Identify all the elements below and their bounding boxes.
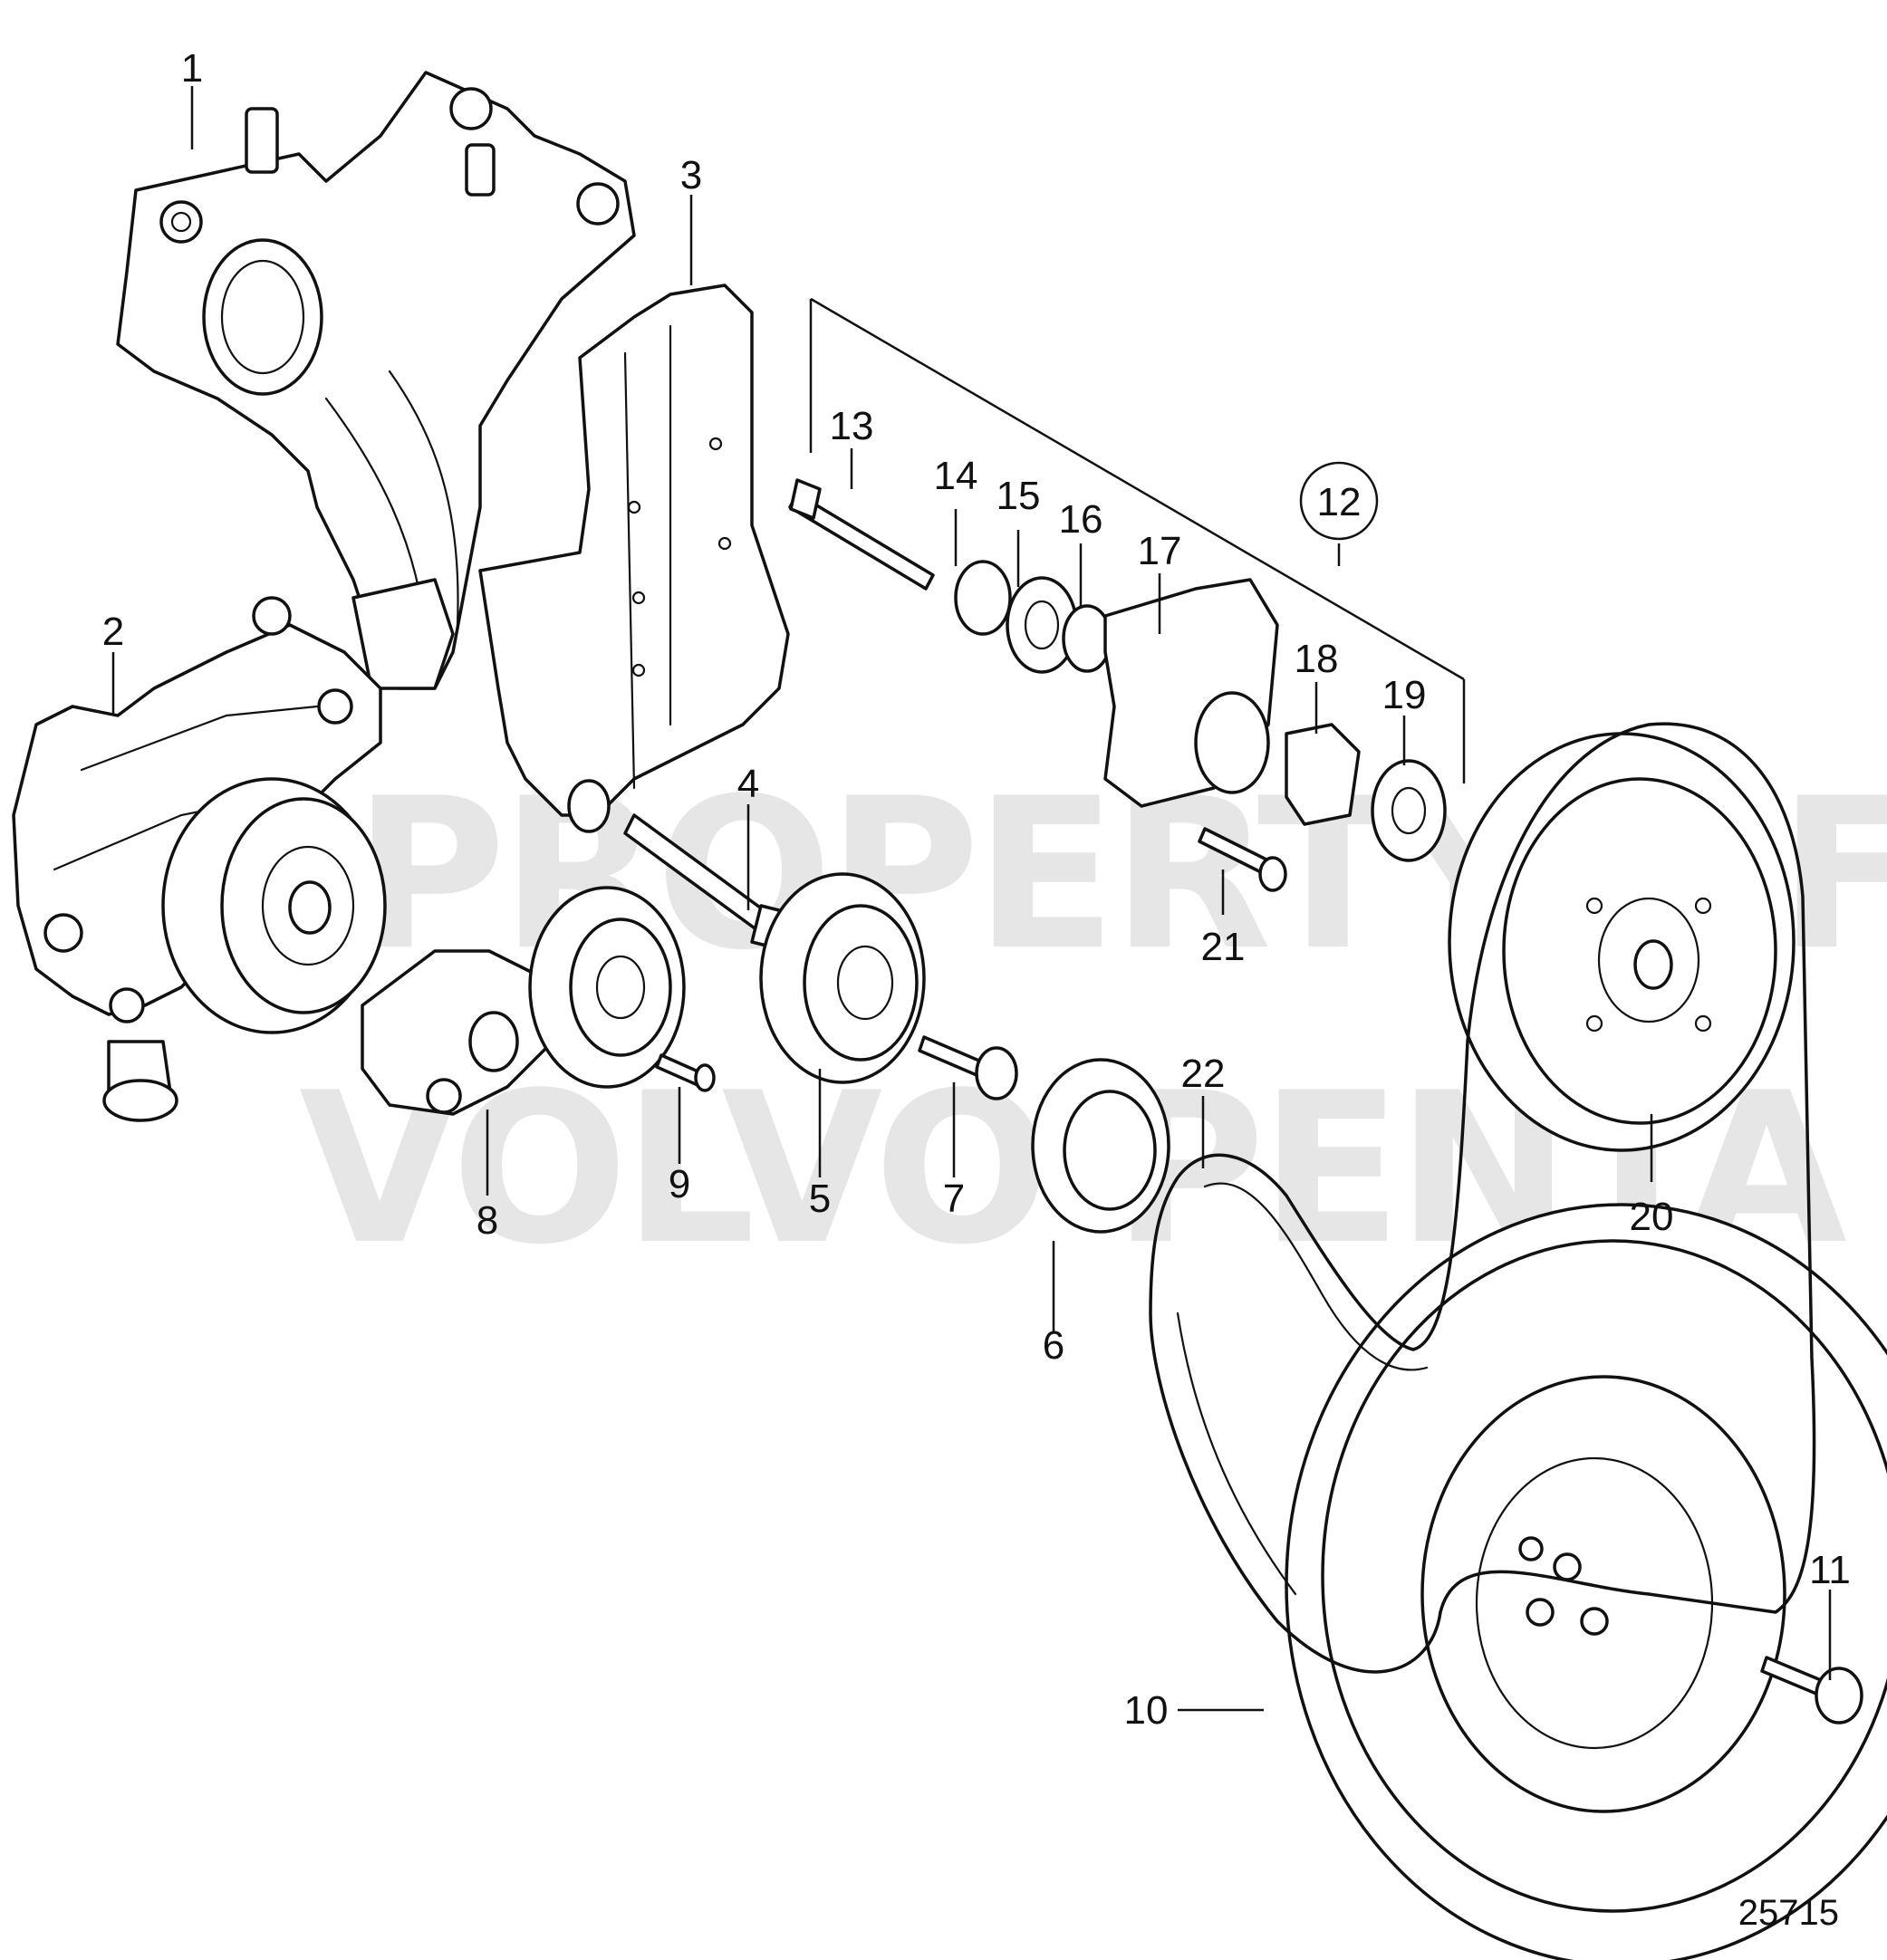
washer-14 bbox=[954, 560, 1012, 636]
callout-10: 10 bbox=[1124, 1688, 1169, 1733]
callout-12: 12 bbox=[1317, 480, 1362, 524]
idler-bracket bbox=[478, 283, 790, 833]
spacer-6 bbox=[1031, 1058, 1170, 1234]
spacer-18 bbox=[1285, 723, 1361, 826]
callout-17: 17 bbox=[1138, 529, 1182, 573]
callout-20: 20 bbox=[1630, 1195, 1674, 1239]
drive-belt bbox=[1149, 722, 1816, 1674]
screw-9 bbox=[655, 1053, 716, 1092]
bolt-11 bbox=[1760, 1656, 1863, 1725]
callout-4: 4 bbox=[737, 762, 759, 806]
callout-16: 16 bbox=[1059, 497, 1103, 542]
pulley-20 bbox=[1448, 732, 1796, 1152]
ring-16 bbox=[1062, 604, 1112, 673]
leader-lines bbox=[111, 86, 1832, 1712]
callout-18: 18 bbox=[1295, 637, 1339, 681]
pump-pulley bbox=[161, 777, 387, 1034]
callout-9: 9 bbox=[669, 1162, 690, 1206]
idler-kit bbox=[788, 478, 1447, 862]
callout-12-circle bbox=[1299, 461, 1379, 541]
vibration-damper bbox=[1285, 1203, 1887, 1960]
callout-15: 15 bbox=[996, 474, 1041, 518]
callout-6: 6 bbox=[1043, 1323, 1064, 1368]
callout-21: 21 bbox=[1201, 925, 1246, 969]
callout-8: 8 bbox=[477, 1198, 498, 1243]
callout-2: 2 bbox=[102, 610, 124, 654]
idler-pulley-5 bbox=[759, 872, 926, 1084]
thermostat-housing bbox=[116, 71, 636, 690]
bearing-19 bbox=[1371, 759, 1447, 862]
belt-tensioner bbox=[361, 886, 686, 1116]
callout-19: 19 bbox=[1382, 673, 1427, 717]
callout-labels: 1 2 3 4 5 6 7 8 9 10 11 12 13 14 15 16 1… bbox=[102, 46, 1851, 1733]
bolt-7 bbox=[918, 1035, 1018, 1100]
callout-1: 1 bbox=[181, 46, 203, 91]
callout-3: 3 bbox=[680, 153, 702, 197]
figure-number: 25715 bbox=[1738, 1893, 1839, 1933]
callout-11: 11 bbox=[1809, 1548, 1851, 1592]
callout-7: 7 bbox=[943, 1177, 965, 1221]
callout-13: 13 bbox=[830, 404, 874, 448]
callout-14: 14 bbox=[934, 454, 978, 498]
callout-5: 5 bbox=[809, 1177, 831, 1221]
bolt-21 bbox=[1198, 827, 1287, 892]
callout-22: 22 bbox=[1181, 1052, 1226, 1096]
